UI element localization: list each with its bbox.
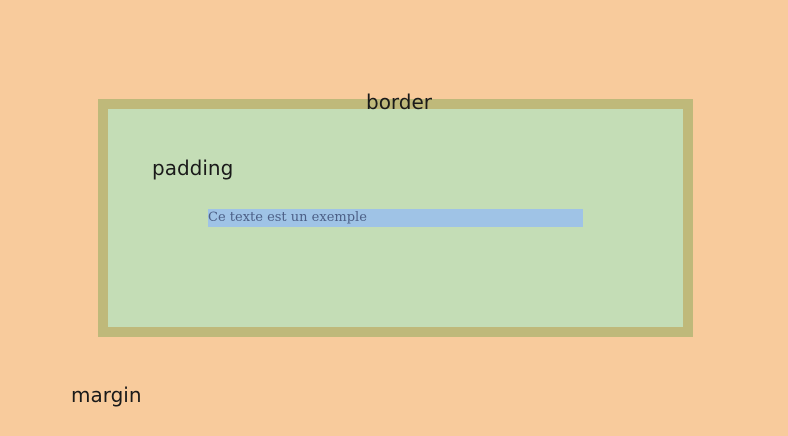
border-label: border <box>366 90 433 114</box>
margin-label: margin <box>71 383 142 407</box>
content-box <box>208 209 583 227</box>
padding-label: padding <box>152 156 234 180</box>
content-text: Ce texte est un exemple <box>208 210 367 225</box>
